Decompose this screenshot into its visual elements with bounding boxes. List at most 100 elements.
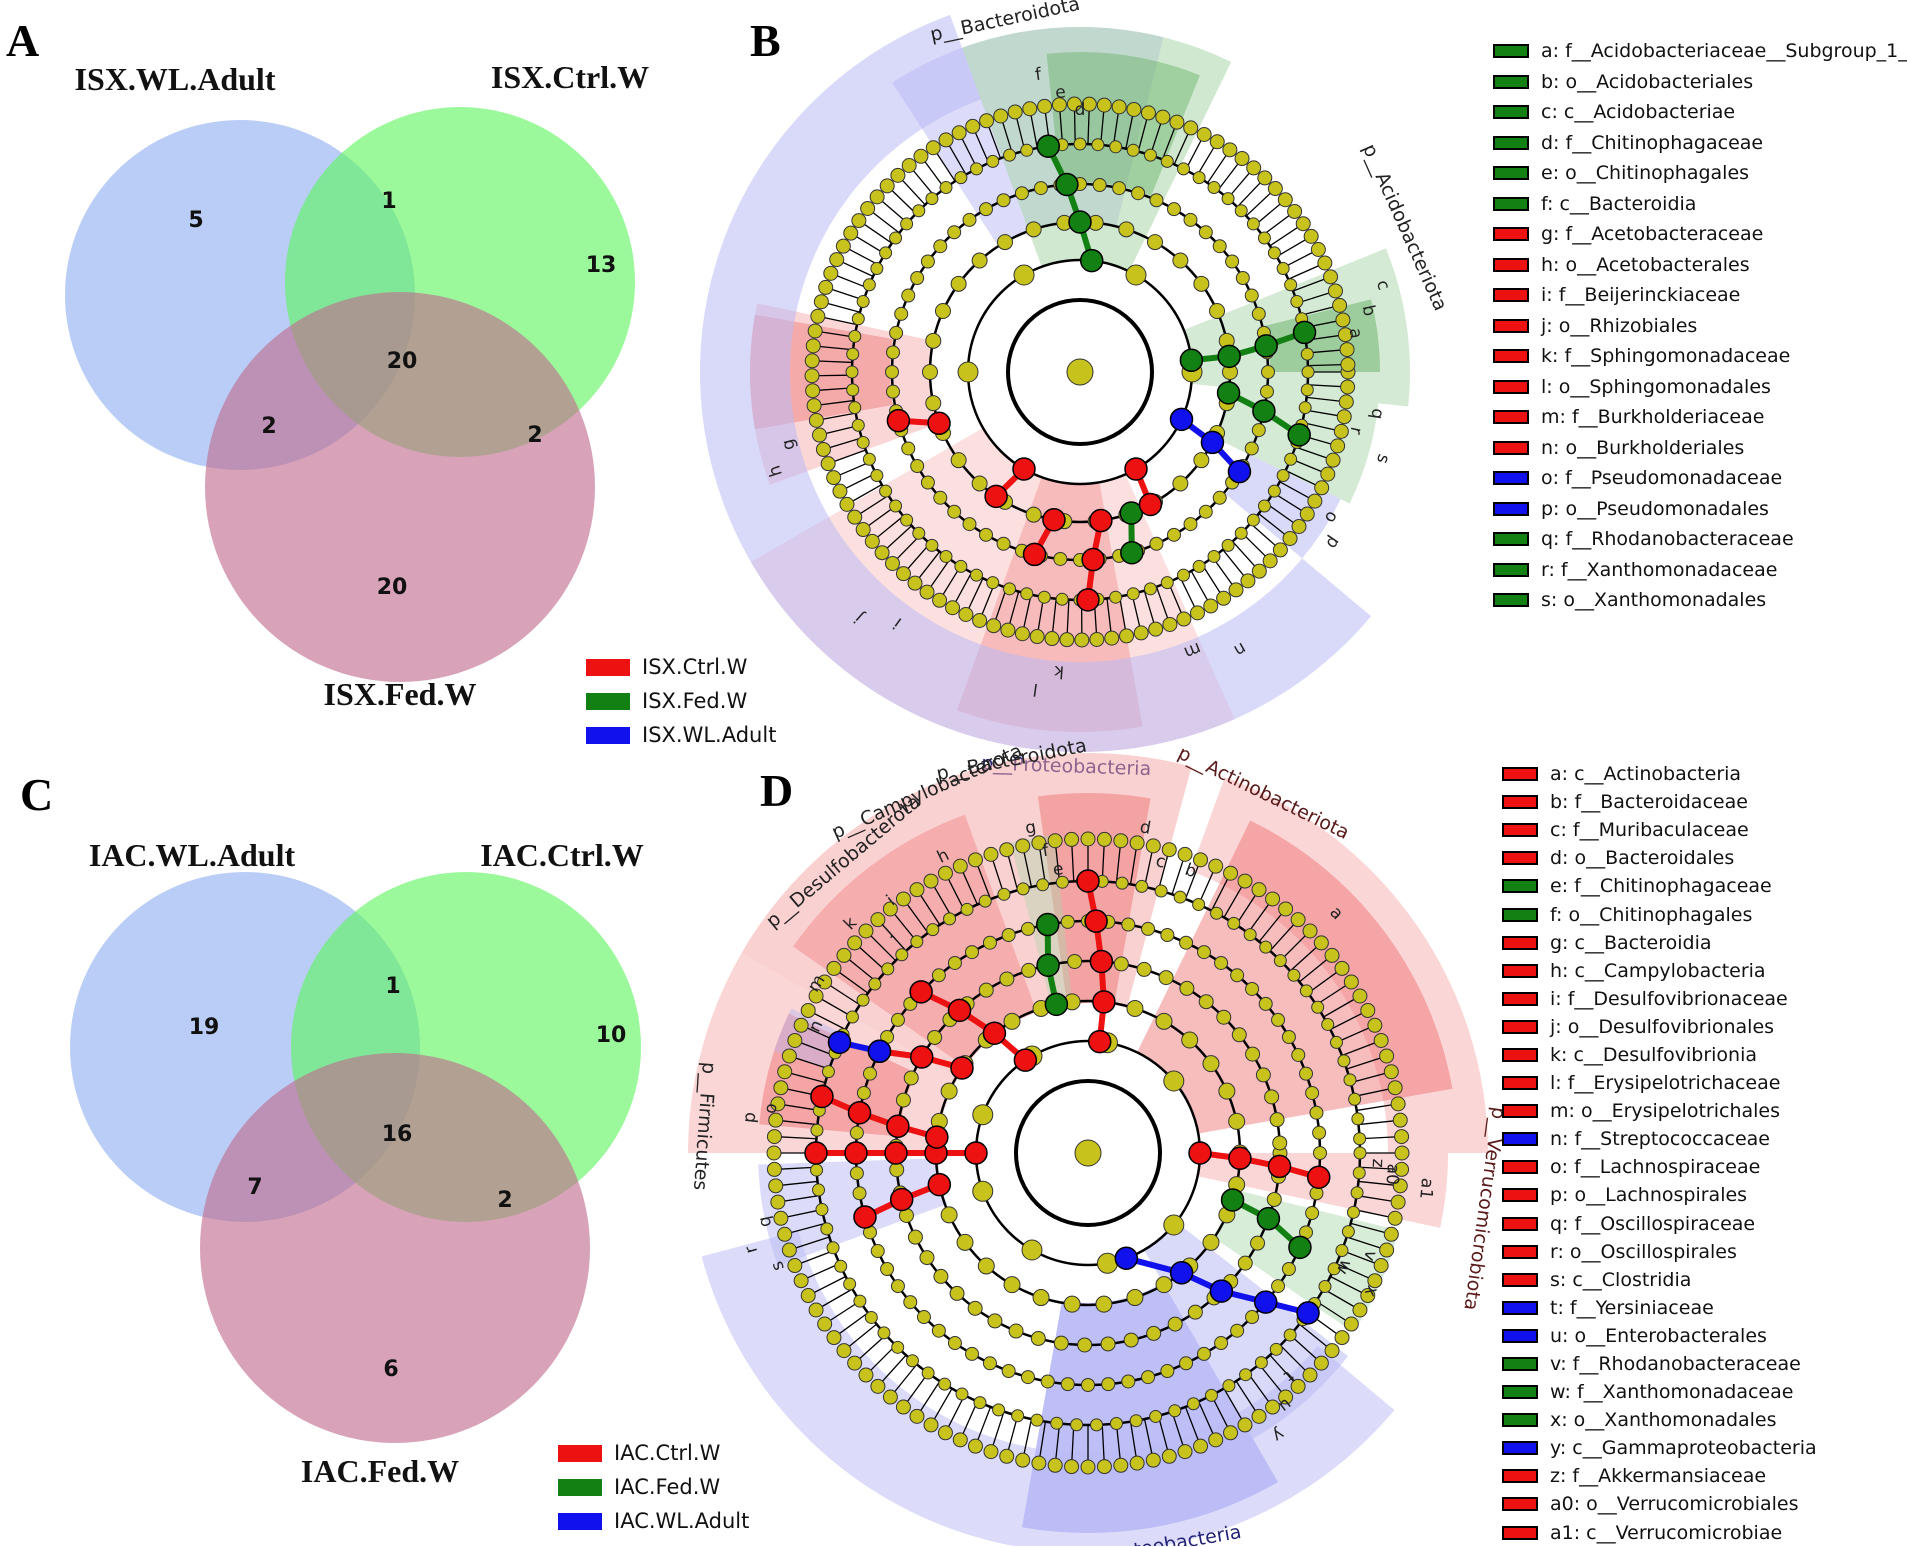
tree-node <box>1208 182 1220 194</box>
legend-entry: ISX.Ctrl.W <box>586 650 776 684</box>
tree-node <box>998 888 1010 900</box>
tree-node <box>1124 1333 1138 1347</box>
taxon-legend-entry: b: f__Bacteroidaceae <box>1502 788 1817 816</box>
tree-node <box>857 436 869 448</box>
tree-node <box>987 155 999 167</box>
biomarker-node <box>1089 1031 1111 1053</box>
taxon-legend-entry: o: f__Lachnospiraceae <box>1502 1153 1817 1181</box>
leaf-node <box>1395 1130 1409 1144</box>
tree-node <box>1215 1337 1228 1350</box>
tree-node <box>940 550 952 562</box>
leaf-node <box>1149 622 1163 636</box>
leaf-node <box>1258 171 1272 185</box>
taxon-legend-entry: b: o__Acidobacteriales <box>1493 67 1907 98</box>
tree-node <box>980 203 993 216</box>
leaf-node <box>1065 832 1079 846</box>
venn-count-wl-ctrl: 1 <box>381 189 396 214</box>
tree-node <box>948 1337 961 1350</box>
tree-node <box>934 240 947 253</box>
tree-node <box>932 1324 945 1337</box>
biomarker-node <box>829 1031 851 1053</box>
leaf-node <box>896 892 910 906</box>
leaf-node <box>788 1033 802 1047</box>
leaf-node <box>818 1317 832 1331</box>
leaf-node <box>1353 989 1367 1003</box>
leaf-node <box>844 226 858 240</box>
tree-node <box>911 460 924 473</box>
tree-node <box>1144 149 1156 161</box>
venn-count-all: 20 <box>387 349 418 374</box>
tree-node <box>1282 1263 1295 1276</box>
biomarker-node <box>1081 250 1103 272</box>
tree-node <box>1022 963 1036 977</box>
tree-node <box>886 366 899 379</box>
tree-node <box>993 1404 1005 1416</box>
leaf-node <box>1340 343 1354 357</box>
leaf-node <box>968 853 982 867</box>
tree-node <box>1002 1365 1015 1378</box>
tree-node <box>1274 955 1286 967</box>
taxon-label: k: c__Desulfovibrionia <box>1550 1044 1757 1066</box>
leaf-node <box>848 510 862 524</box>
taxon-label: m: f__Burkholderiaceae <box>1541 406 1764 428</box>
leaf-node <box>1333 298 1347 312</box>
leaf-node <box>1023 102 1037 116</box>
tree-node <box>926 396 941 411</box>
tree-node <box>904 1296 917 1309</box>
taxon-swatch <box>1493 349 1529 363</box>
tree-node <box>1014 265 1034 285</box>
leaf-node <box>782 1049 796 1063</box>
biomarker-node <box>1056 173 1078 195</box>
taxon-label: d: o__Bacteroidales <box>1550 847 1734 869</box>
leaf-node <box>953 859 967 873</box>
taxon-legend-entry: s: o__Xanthomonadales <box>1493 585 1907 616</box>
leaf-node <box>1032 1456 1046 1470</box>
tree-node <box>1061 915 1074 928</box>
leaf-node <box>1311 242 1325 256</box>
tree-node <box>863 279 875 291</box>
leaf-node <box>1197 127 1211 141</box>
tree-node <box>973 1181 993 1201</box>
taxon-swatch <box>1502 1048 1538 1062</box>
clade-letter-label: p <box>1322 532 1345 552</box>
leaf-node <box>767 1130 781 1144</box>
biomarker-node <box>1085 910 1107 932</box>
tree-node <box>1004 583 1016 595</box>
leaf-node <box>1325 1344 1339 1358</box>
tree-node <box>968 1301 982 1315</box>
tree-node <box>1068 954 1082 968</box>
leaf-node <box>885 556 899 570</box>
group-legend-d: IAC.Ctrl.W IAC.Fed.W IAC.WL.Adult <box>558 1436 749 1538</box>
leaf-node <box>1190 606 1204 620</box>
legend-swatch-wl <box>586 727 630 744</box>
biomarker-node <box>1069 211 1091 233</box>
tree-node <box>948 956 961 969</box>
taxon-label: f: o__Chitinophagales <box>1550 904 1752 926</box>
tree-node <box>1161 928 1174 941</box>
legend-label: IAC.WL.Adult <box>614 1509 749 1533</box>
leaf-node <box>1292 519 1306 533</box>
leaf-node <box>824 266 838 280</box>
tree-node <box>980 528 993 541</box>
leaf-node <box>1008 105 1022 119</box>
biomarker-node <box>891 1188 913 1210</box>
tree-node <box>1245 442 1258 455</box>
taxon-legend-entry: q: f__Rhodanobacteraceae <box>1493 524 1907 555</box>
tree-node <box>941 1083 957 1099</box>
tree-node <box>951 453 966 468</box>
leaf-node <box>1075 633 1089 647</box>
taxon-legend-entry: p: o__Pseudomonadales <box>1493 494 1907 525</box>
leaf-node <box>1361 1003 1375 1017</box>
leaf-node <box>1341 380 1355 394</box>
leaf-node <box>1374 1033 1388 1047</box>
tree-node <box>1272 1280 1285 1293</box>
leaf-node <box>1353 1303 1367 1317</box>
tree-node <box>1122 918 1135 931</box>
biomarker-node <box>1180 349 1202 371</box>
taxon-legend-entry: i: f__Beijerinckiaceae <box>1493 280 1907 311</box>
taxon-label: v: f__Rhodanobacteraceae <box>1550 1353 1801 1375</box>
tree-node <box>957 1234 973 1250</box>
leaf-node <box>859 1368 873 1382</box>
venn-circle-fed <box>200 1053 590 1443</box>
